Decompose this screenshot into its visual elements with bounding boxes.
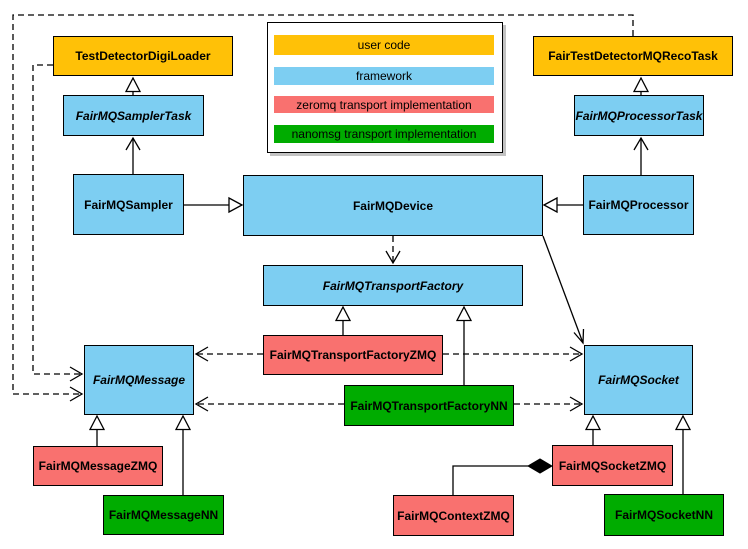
edge-processor-device — [542, 196, 583, 214]
edge-factorynn-factory — [455, 305, 473, 385]
edge-socketnn-socket — [674, 414, 692, 494]
edge-factoryzmq-socket — [443, 346, 584, 362]
edge-processortask-recotask — [632, 76, 650, 95]
node-fairmq-message-nn: FairMQMessageNN — [103, 495, 224, 535]
edge-socketzmq-socket — [584, 414, 602, 445]
node-fairmq-message-zmq: FairMQMessageZMQ — [33, 446, 163, 486]
edge-sampler-samplertask — [125, 136, 141, 174]
edge-recotask-message — [12, 14, 634, 402]
edge-factorynn-message — [194, 396, 344, 412]
edge-factorynn-socket — [514, 396, 584, 412]
node-fairmq-transport-factory: FairMQTransportFactory — [263, 265, 523, 306]
legend-item-framework: framework — [274, 67, 494, 85]
node-fairmq-context-zmq: FairMQContextZMQ — [393, 495, 514, 536]
node-fairmq-device: FairMQDevice — [243, 175, 543, 236]
legend-item-user-code: user code — [274, 35, 494, 55]
edge-digiloader-message — [32, 64, 84, 382]
edge-device-socket — [542, 235, 585, 345]
edge-factoryzmq-message — [194, 346, 263, 362]
node-fairmq-sampler: FairMQSampler — [73, 174, 184, 235]
edge-factoryzmq-factory — [334, 305, 352, 335]
edge-device-transportfactory — [385, 236, 401, 265]
node-fairmq-socket-nn: FairMQSocketNN — [604, 494, 724, 536]
node-fair-test-detector-mq-reco-task: FairTestDetectorMQRecoTask — [533, 36, 733, 76]
node-fairmq-processor: FairMQProcessor — [583, 175, 694, 235]
node-fairmq-transport-factory-zmq: FairMQTransportFactoryZMQ — [263, 335, 443, 375]
node-fairmq-socket-zmq: FairMQSocketZMQ — [552, 445, 673, 486]
edge-messagenn-message — [174, 414, 192, 495]
edge-processor-processortask — [633, 136, 649, 175]
legend-item-zeromq: zeromq transport implementation — [274, 96, 494, 113]
legend: user code framework zeromq transport imp… — [267, 22, 503, 153]
node-fairmq-processor-task: FairMQProcessorTask — [574, 95, 704, 136]
node-fairmq-message: FairMQMessage — [84, 345, 194, 415]
edge-samplertask-digiloader — [124, 76, 142, 95]
edge-messagezmq-message — [88, 414, 106, 446]
edge-sampler-device — [184, 196, 244, 214]
legend-item-nanomsg: nanomsg transport implementation — [274, 125, 494, 143]
edge-socketzmq-contextzmq — [452, 458, 553, 495]
node-fairmq-sampler-task: FairMQSamplerTask — [63, 95, 204, 136]
node-test-detector-digi-loader: TestDetectorDigiLoader — [53, 36, 233, 76]
node-fairmq-transport-factory-nn: FairMQTransportFactoryNN — [344, 385, 514, 426]
node-fairmq-socket: FairMQSocket — [584, 345, 693, 415]
